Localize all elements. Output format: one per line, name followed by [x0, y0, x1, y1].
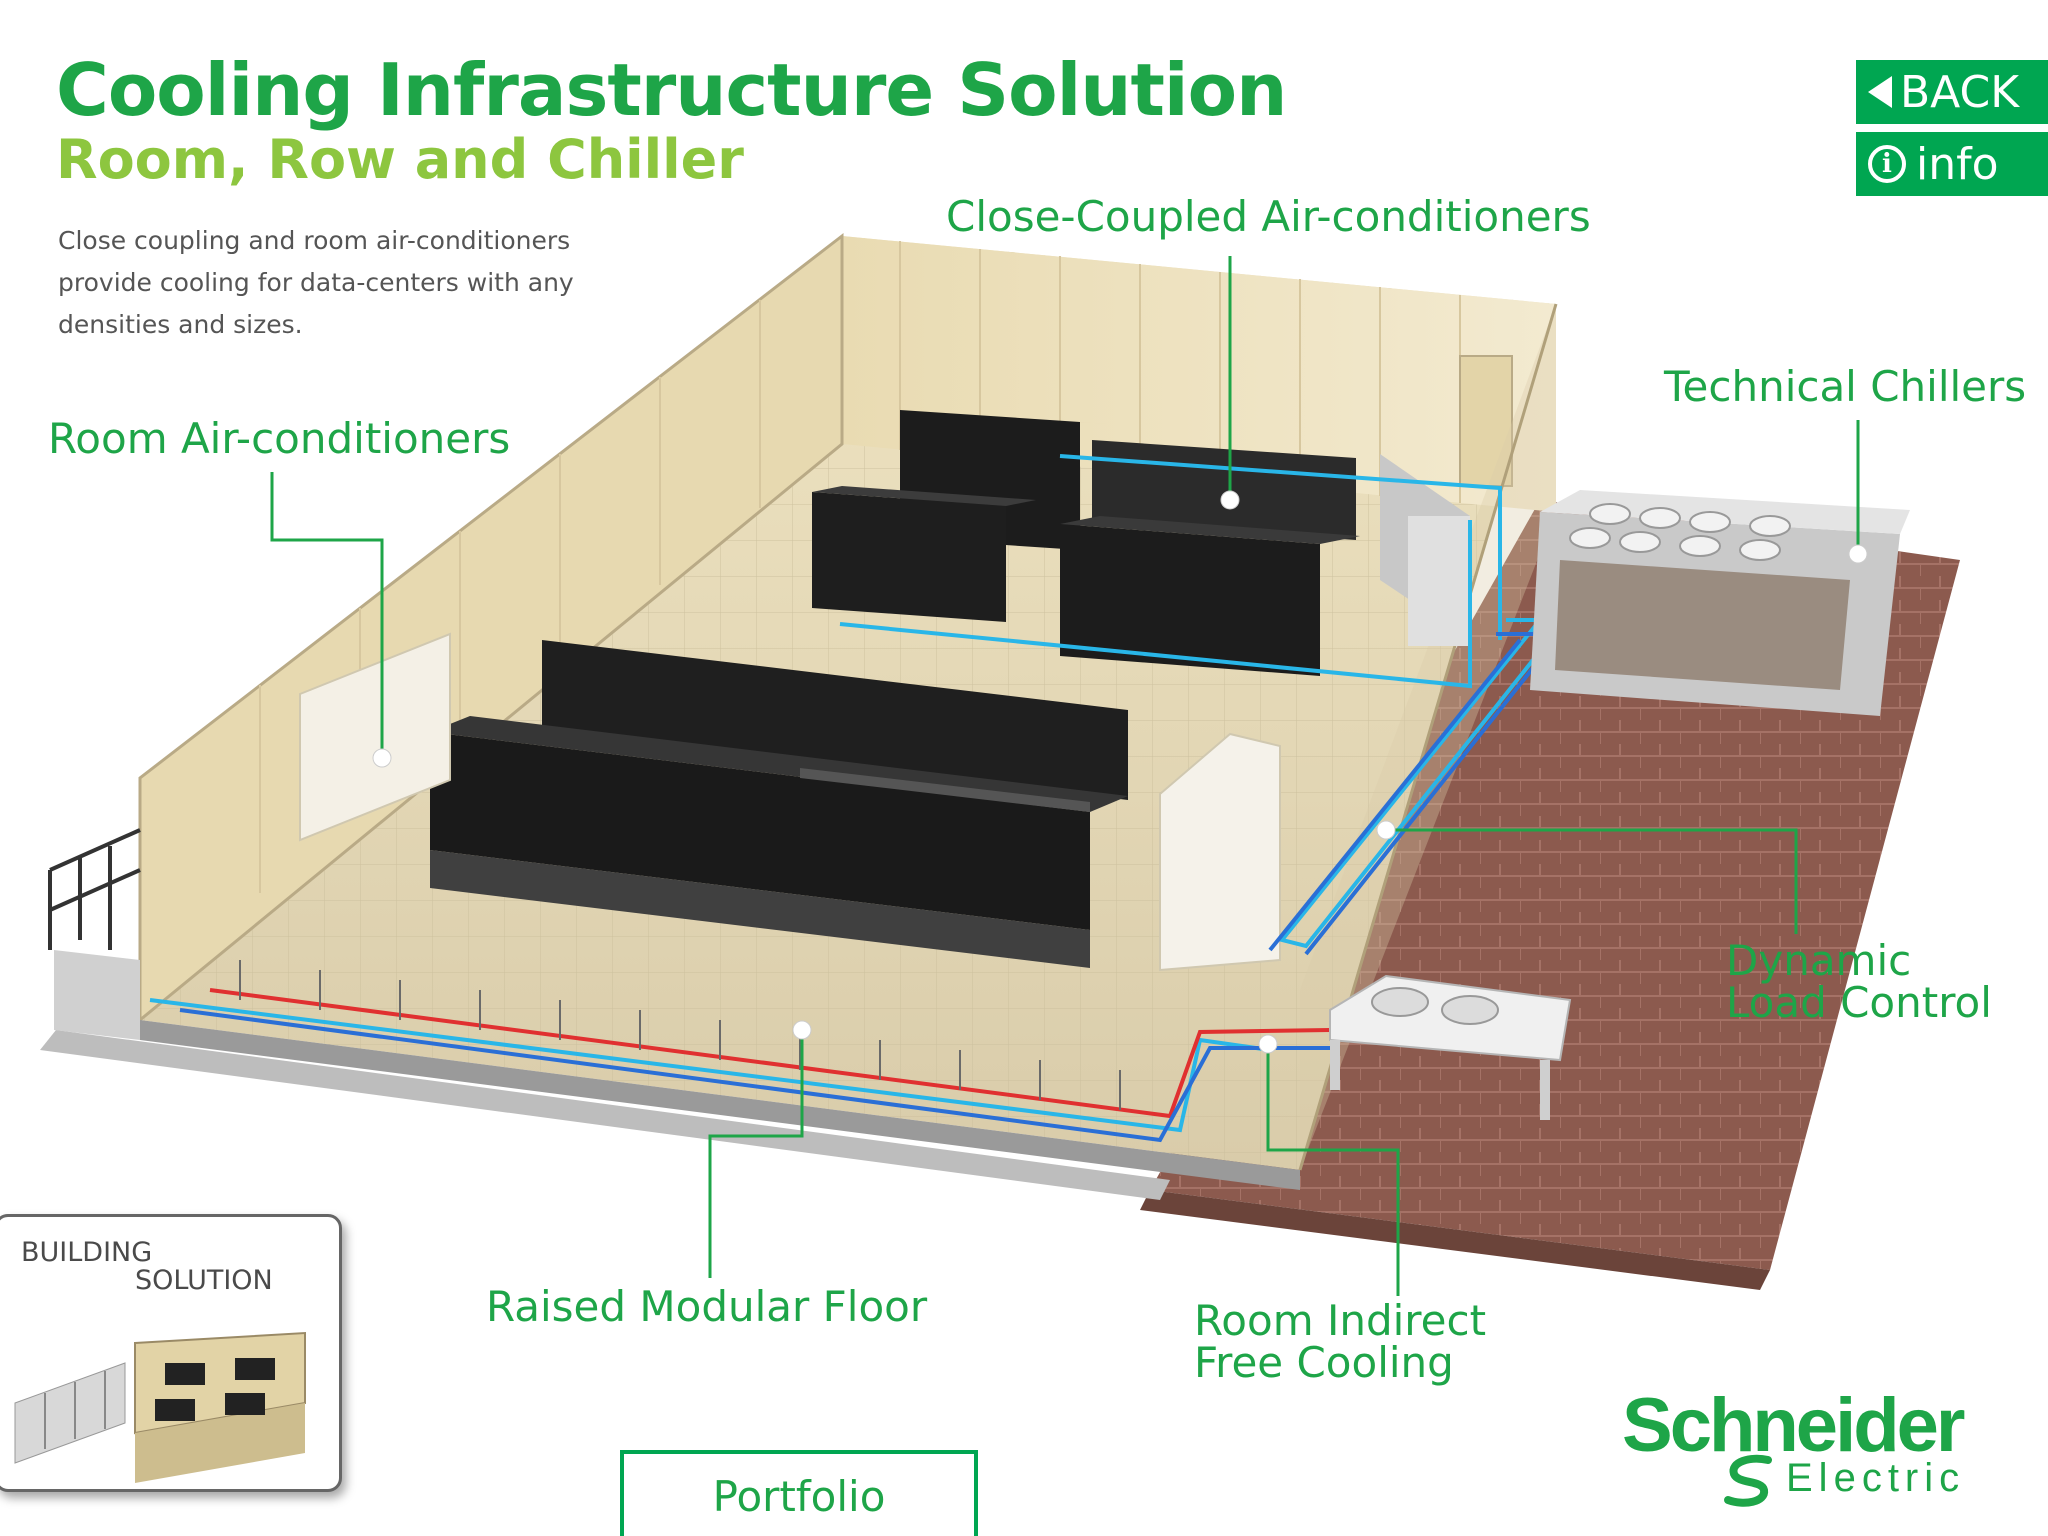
page-description: Close coupling and room air-conditioners… [58, 226, 574, 339]
room-ac-unit [299, 632, 451, 842]
label-room-indirect-free-cooling[interactable]: Room Indirect Free Cooling [1194, 1300, 1486, 1384]
building-solution-line1: BUILDING [21, 1237, 153, 1268]
logo-sub: Electric [1786, 1456, 1966, 1500]
page-title: Cooling Infrastructure Solution [56, 48, 1287, 132]
label-dynamic-line2: Load Control [1726, 978, 1992, 1027]
back-button[interactable]: BACK [1856, 60, 2048, 124]
callout-leaders [270, 256, 1860, 1296]
info-icon: i [1868, 145, 1906, 183]
hotspot-raised-floor [792, 1020, 812, 1040]
back-arrow-icon [1868, 76, 1892, 108]
hotspot-chillers [1848, 544, 1868, 564]
label-close-coupled-air-conditioners[interactable]: Close-Coupled Air-conditioners [946, 192, 1591, 241]
rack-row-front [430, 640, 1128, 968]
schneider-electric-logo: Schneider Electric [1622, 1382, 2002, 1512]
building-solution-line2: SOLUTION [135, 1265, 273, 1296]
page-subtitle: Room, Row and Chiller [56, 128, 744, 191]
label-free-cooling-line1: Room Indirect [1194, 1296, 1487, 1345]
hotspot-room-ac [372, 748, 392, 768]
label-free-cooling-line2: Free Cooling [1194, 1338, 1454, 1387]
logo-brand: Schneider [1622, 1383, 1965, 1468]
hotspot-free-cooling [1258, 1034, 1278, 1054]
label-raised-modular-floor[interactable]: Raised Modular Floor [486, 1282, 928, 1331]
logo-mark-icon [1724, 1454, 1772, 1507]
technical-chiller [1530, 490, 1910, 716]
hotspot-close-coupled [1220, 490, 1240, 510]
building-thumbnail [14, 1331, 306, 1483]
hotspot-dynamic [1376, 820, 1396, 840]
label-dynamic-line1: Dynamic [1726, 936, 1912, 985]
free-cooling-unit [1329, 974, 1572, 1120]
label-room-air-conditioners[interactable]: Room Air-conditioners [48, 414, 511, 463]
portfolio-tab[interactable]: Portfolio [620, 1450, 978, 1536]
info-button-label: info [1916, 138, 1999, 190]
back-button-label: BACK [1900, 66, 2020, 118]
label-dynamic-load-control[interactable]: Dynamic Load Control [1726, 940, 1992, 1024]
label-technical-chillers[interactable]: Technical Chillers [1664, 362, 2027, 411]
building-solution-button[interactable]: BUILDING SOLUTION [0, 1214, 342, 1492]
info-button[interactable]: i info [1856, 132, 2048, 196]
rack-row-back-left [812, 410, 1110, 622]
